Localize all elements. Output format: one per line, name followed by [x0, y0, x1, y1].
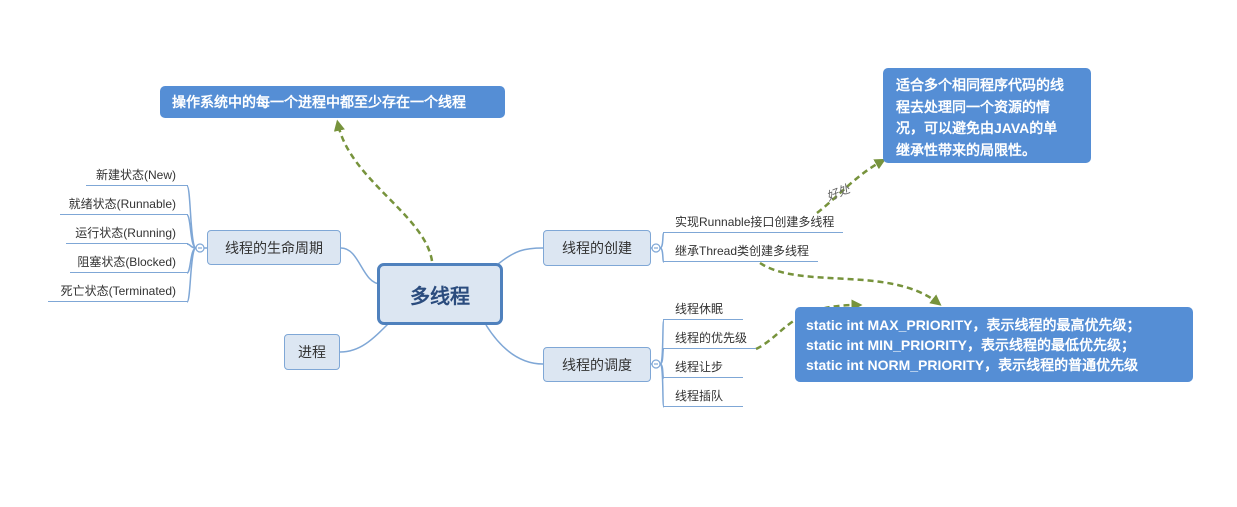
note-process-thread-text: 操作系统中的每一个进程中都至少存在一个线程 [172, 94, 466, 110]
relation-arrow-priority-leaf-to-note[interactable] [755, 299, 863, 351]
relation-arrow-runnable-to-benefit[interactable] [816, 158, 886, 214]
connector-central-scheduling [485, 324, 544, 365]
leaf-state-running[interactable]: 运行状态(Running) [66, 224, 188, 244]
collapse-toggle-scheduling[interactable] [651, 359, 661, 369]
central-topic-label: 多线程 [410, 285, 470, 308]
leaf-runnable-interface[interactable]: 实现Runnable接口创建多线程 [663, 213, 843, 233]
note-priority[interactable]: static int MAX_PRIORITY，表示线程的最高优先级； stat… [795, 307, 1193, 382]
leaf-thread-yield[interactable]: 线程让步 [663, 358, 743, 378]
connector-scheduling-leaf [659, 363, 665, 408]
note-benefit-line: 适合多个相同程序代码的线 [896, 77, 1064, 93]
topic-process[interactable]: 进程 [284, 334, 340, 370]
connector-central-lifecycle [340, 247, 382, 285]
topic-creation[interactable]: 线程的创建 [543, 230, 651, 266]
relation-arrow-central-to-note[interactable] [333, 119, 434, 262]
note-benefit[interactable]: 适合多个相同程序代码的线 程去处理同一个资源的情 况，可以避免由JAVA的单 继… [883, 68, 1091, 163]
leaf-thread-sleep[interactable]: 线程休眠 [663, 300, 743, 320]
leaf-thread-class[interactable]: 继承Thread类创建多线程 [663, 242, 818, 262]
leaf-state-terminated[interactable]: 死亡状态(Terminated) [48, 282, 188, 302]
leaf-state-new[interactable]: 新建状态(New) [86, 166, 188, 186]
connector-central-creation [496, 247, 544, 266]
leaf-thread-join[interactable]: 线程插队 [663, 387, 743, 407]
connector-lifecycle-leaf [186, 247, 197, 303]
note-benefit-line: 程去处理同一个资源的情 [896, 98, 1050, 115]
topic-process-label: 进程 [298, 344, 326, 360]
central-topic[interactable]: 多线程 [377, 263, 503, 325]
topic-lifecycle-label: 线程的生命周期 [225, 239, 323, 256]
leaf-state-blocked[interactable]: 阻塞状态(Blocked) [70, 253, 188, 273]
topic-scheduling-label: 线程的调度 [562, 356, 632, 373]
note-priority-line: static int MAX_PRIORITY，表示线程的最高优先级； [806, 317, 1141, 333]
leaf-state-runnable[interactable]: 就绪状态(Runnable) [60, 195, 188, 215]
leaf-thread-priority[interactable]: 线程的优先级 [663, 329, 756, 349]
topic-creation-label: 线程的创建 [562, 240, 632, 256]
note-priority-line: static int NORM_PRIORITY，表示线程的普通优先级 [806, 357, 1139, 373]
note-priority-line: static int MIN_PRIORITY，表示线程的最低优先级； [806, 337, 1136, 353]
collapse-toggle-creation[interactable] [651, 243, 661, 253]
connector-central-process [339, 321, 391, 353]
topic-lifecycle[interactable]: 线程的生命周期 [207, 230, 341, 265]
collapse-toggle-lifecycle[interactable] [195, 243, 205, 253]
relation-arrow-thread-to-priority[interactable] [759, 261, 942, 306]
note-process-thread[interactable]: 操作系统中的每一个进程中都至少存在一个线程 [160, 86, 505, 118]
note-benefit-line: 况，可以避免由JAVA的单 [896, 120, 1058, 136]
note-benefit-line: 继承性带来的局限性。 [896, 141, 1036, 158]
topic-scheduling[interactable]: 线程的调度 [543, 347, 651, 382]
connector-lifecycle-leaf [186, 214, 197, 249]
